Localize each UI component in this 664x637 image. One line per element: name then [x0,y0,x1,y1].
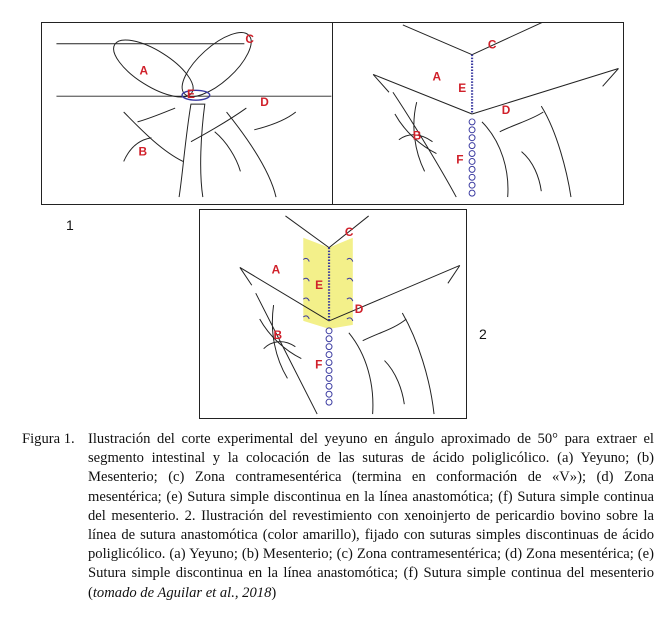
graft-fixation-sutures [302,257,354,322]
label-f: F [456,152,463,166]
jejunum-loop-c [181,32,252,98]
label-e: E [187,87,195,101]
figure-number-1: 1 [66,217,74,233]
label-d: D [502,103,511,117]
pericardium-graft [303,237,353,329]
label-b: B [274,328,283,342]
cut-illustration: A C E D B [56,32,332,198]
caption-lead: Figura 1. [22,431,75,447]
jejunum-upper-right [328,215,369,249]
label-f: F [315,357,322,371]
jejunum-loop-a [113,39,194,98]
label-e: E [315,278,323,292]
label-b: B [139,145,148,159]
suture-illustration: A C E D B F [372,23,619,198]
jejunum-edges [239,265,461,286]
mesentery-branch [226,111,297,198]
illustration-panel-suture: A C E D B F [332,22,624,205]
figure-caption: Figura 1. Ilustración del corte experime… [22,430,654,603]
jejunum-lower-left [239,267,330,322]
jejunum-lower-right [471,68,619,115]
label-a: A [433,69,442,83]
mesentery-continuous-suture [325,327,333,406]
caption-body: Ilustración del corte experimental del y… [88,430,654,603]
mesentery-vessels [392,91,544,198]
label-b: B [413,129,422,143]
mesentery-branch [401,312,435,415]
mesentery-trunk [178,103,206,198]
label-a: A [140,63,149,77]
mesentery-vessels [123,107,247,172]
mesentery-continuous-suture [468,118,476,197]
jejunum-upper-left [285,215,330,249]
caption-text: Ilustración del corte experimental del y… [88,431,654,601]
label-c: C [488,38,497,52]
figure-number-2: 2 [479,326,487,342]
label-c: C [345,225,354,239]
anastomosis-suture-ring [181,89,211,101]
label-e: E [458,81,466,95]
mesentery-vessels [255,292,407,415]
jejunum-upper-right [471,23,543,56]
illustration-panel-cut: A C E D B [41,22,333,205]
jejunum-upper-left [402,24,473,56]
jejunum-lower-left [372,73,473,115]
illustration-panel-graft: A C E D B F [199,209,467,419]
caption-close: ) [271,584,277,601]
graft-illustration: A C E D B F [239,215,461,415]
label-d: D [355,302,364,316]
label-c: C [245,32,254,46]
jejunum-edges [372,68,619,93]
jejunum-lower-right [328,265,460,322]
caption-source: tomado de Aguilar et al., 2018 [92,584,272,601]
label-d: D [260,95,269,109]
label-a: A [272,262,281,276]
mesentery-branch [540,105,572,198]
